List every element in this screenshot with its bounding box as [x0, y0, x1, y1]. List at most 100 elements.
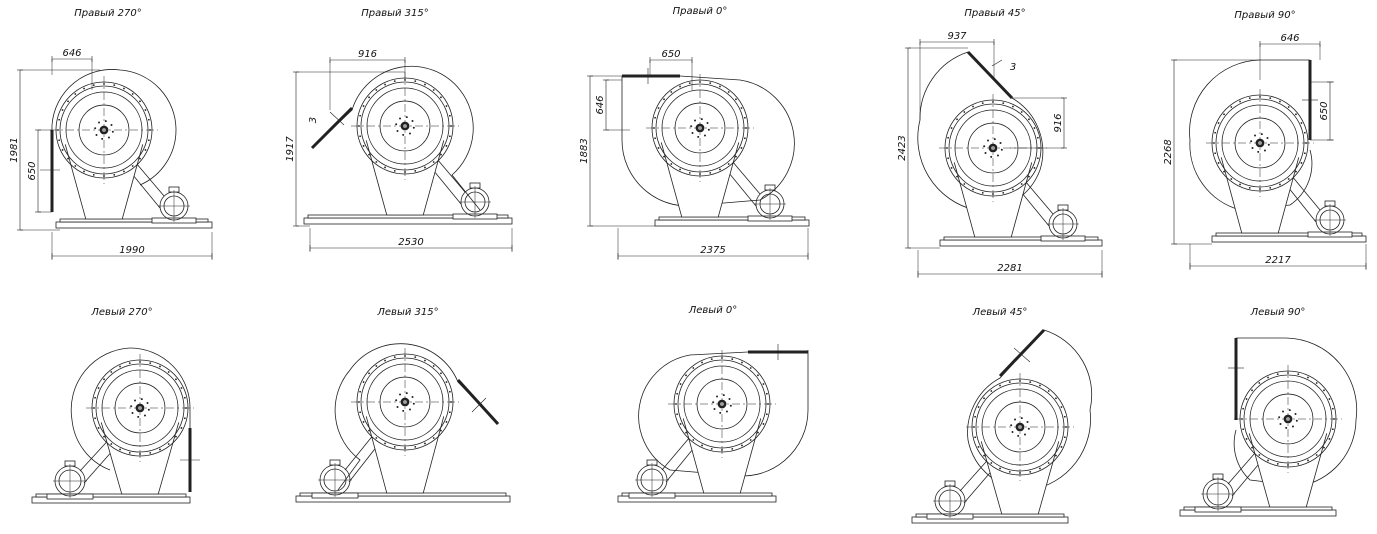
rim-bolt [688, 82, 691, 85]
impeller-wheel [1234, 365, 1342, 473]
rim-bolt [983, 397, 985, 400]
hub-bolt [104, 120, 107, 123]
rim-bolt [147, 139, 150, 142]
hub-bolt [1254, 134, 1257, 137]
pedestal [365, 140, 445, 216]
hub-bolt [713, 407, 716, 410]
pedestal [1248, 433, 1328, 508]
rim-bolt [1245, 438, 1248, 440]
hub-bolt [111, 130, 114, 133]
hub-bolt [1282, 410, 1285, 413]
pedestal [365, 416, 445, 494]
inlet-ring [1234, 117, 1286, 169]
rim-bolt [663, 155, 665, 158]
rim-bolt [688, 171, 691, 174]
rim-bolt [1269, 97, 1272, 100]
dimension-vertical: 650 [27, 129, 52, 213]
dimension-value: 1883 [579, 138, 590, 163]
rim-bolt [1303, 131, 1306, 134]
dimension-value: 2423 [897, 135, 908, 160]
rim-bolt [1295, 170, 1297, 173]
rim-bolt [362, 145, 365, 147]
rim-bolt [974, 436, 977, 439]
flange-center-line [1013, 347, 1031, 363]
rim-bolt [1269, 186, 1272, 189]
rim-bolt [368, 96, 370, 99]
rim-bolt [1328, 398, 1331, 400]
base-rail [943, 236, 1099, 241]
pedestal [660, 142, 740, 218]
hub-bolt [412, 402, 415, 405]
rim-bolt [103, 435, 105, 438]
rim-bolt [159, 448, 161, 451]
outlet-flange [310, 106, 354, 150]
fan-right-270 [40, 69, 213, 229]
dimension-value: 646 [1280, 33, 1299, 44]
rim-bolt [375, 365, 378, 367]
rim-bolt [990, 462, 993, 464]
rim-bolt [1214, 131, 1217, 134]
base-rail [1215, 232, 1363, 237]
fan-left-270 [31, 347, 200, 504]
rim-bolt [740, 107, 743, 109]
hub-bolt [1010, 424, 1013, 427]
rim-bolt [61, 109, 64, 111]
hub-bolt [1260, 133, 1263, 136]
impeller-wheel [1206, 89, 1314, 197]
electric-motor [628, 459, 676, 499]
rim-bolt [1020, 111, 1023, 113]
rim-bolt [1047, 462, 1050, 464]
outlet-flange [966, 50, 1014, 100]
dimension-vertical: 2268 [1163, 59, 1260, 245]
dimension-horizontal: 646 [51, 48, 93, 90]
rim-bolt [1012, 105, 1014, 108]
dimension-value: 650 [661, 49, 680, 60]
hub-bolt [999, 142, 1002, 145]
rim-bolt [1287, 106, 1290, 108]
pedestal [953, 162, 1033, 238]
rim-bolt [440, 429, 442, 432]
rim-bolt [977, 446, 980, 448]
rim-bolt [448, 114, 451, 117]
rim-bolt [448, 411, 451, 414]
rim-bolt [414, 445, 417, 448]
rim-bolt [424, 166, 426, 169]
rim-bolt [144, 149, 147, 151]
hub-bolt [1027, 427, 1030, 430]
rim-bolt [1047, 390, 1050, 392]
base-rail [658, 216, 806, 221]
rim-bolt [1223, 170, 1225, 173]
dimension-value: 1990 [119, 245, 144, 256]
rim-bolt [1258, 454, 1261, 456]
hub-bolt [983, 145, 986, 148]
volute-casing [1233, 337, 1358, 487]
pedestal [682, 418, 762, 494]
rim-bolt [97, 427, 100, 429]
hub-bolt [1266, 137, 1269, 140]
rim-bolt [139, 157, 141, 160]
rim-bolt [1033, 127, 1036, 129]
hub-bolt [405, 392, 408, 395]
rim-bolt [972, 105, 974, 108]
rim-bolt [679, 85, 681, 88]
rim-bolt [1251, 389, 1253, 392]
rim-bolt [448, 135, 451, 138]
dimension-value: 650 [1319, 101, 1330, 120]
rim-bolt [692, 367, 695, 369]
rim-bolt [679, 168, 681, 171]
dimension-value: 646 [62, 48, 81, 59]
fan-left-90 [1179, 337, 1358, 517]
rim-bolt [445, 381, 448, 383]
rim-bolt [679, 383, 682, 385]
rim-bolt [1033, 167, 1036, 169]
impeller-wheel [351, 348, 459, 456]
dimension-gap: 3 [308, 117, 319, 123]
rim-bolt [701, 361, 703, 364]
hub-bolt [707, 128, 710, 131]
fan-right-315 [303, 65, 513, 225]
hub-bolt [697, 135, 700, 138]
hub-bolt [1250, 140, 1253, 143]
volute-casing [311, 65, 481, 211]
rim-bolt [368, 372, 370, 375]
impeller-wheel [50, 76, 158, 184]
